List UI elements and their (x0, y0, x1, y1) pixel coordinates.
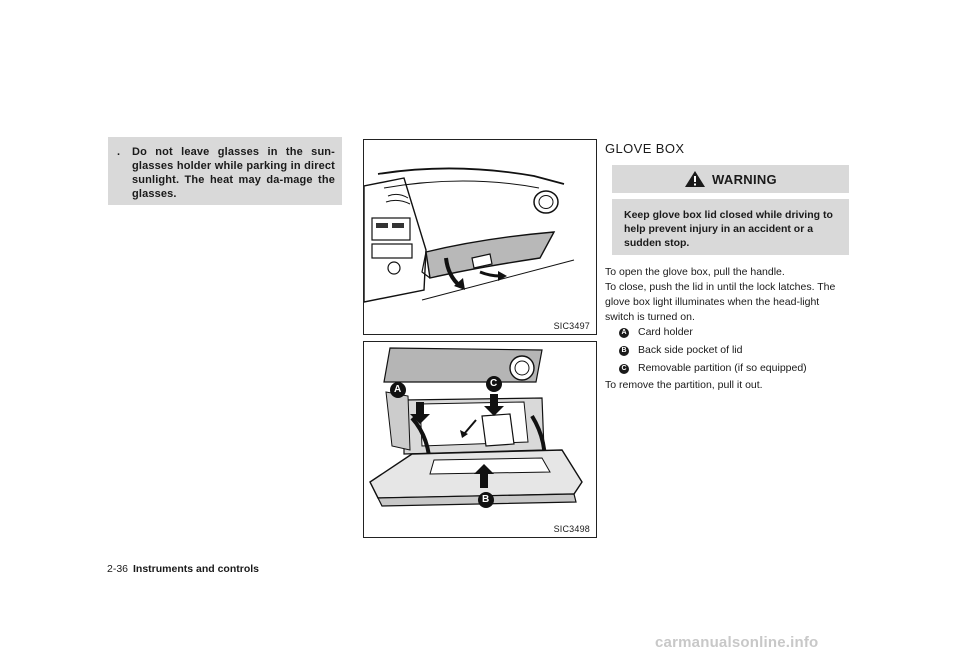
list-item-label: Back side pocket of lid (638, 344, 743, 356)
callout-b: B (482, 494, 490, 505)
list-item: B Back side pocket of lid (619, 343, 742, 358)
page-number: 2-36 (107, 563, 129, 575)
paragraph-open: To open the glove box, pull the handle. (605, 266, 785, 278)
warning-text: Keep glove box lid closed while driving … (624, 209, 833, 249)
list-item: A Card holder (619, 325, 693, 340)
illustration-glove-box (369, 347, 583, 508)
warning-body (612, 199, 849, 255)
section-name: Instruments and controls (133, 563, 260, 575)
figure-glove-box-open: SIC3497 (363, 139, 597, 335)
paragraph-close: To close, push the lid in until the lock… (605, 281, 836, 323)
note-bullet: . (117, 146, 121, 158)
figure-glove-box-interior: A C B SIC3498 (363, 341, 597, 538)
warning-header: WARNING (612, 165, 849, 193)
warning-triangle-icon (685, 171, 706, 187)
warning-label: WARNING (712, 171, 777, 187)
figure-caption: SIC3498 (553, 524, 590, 534)
callout-a: A (394, 384, 402, 395)
list-item-label: Removable partition (if so equipped) (638, 362, 807, 374)
list-item-label: Card holder (638, 326, 693, 338)
illustration-dashboard (364, 167, 575, 303)
note-text: Do not leave glasses in the sun-glasses … (132, 146, 335, 200)
callout-c: C (490, 378, 498, 389)
figure-caption: SIC3497 (553, 321, 590, 331)
marker-b-icon: B (619, 345, 629, 356)
watermark: carmanualsonline.info (655, 634, 819, 651)
paragraph-remove: To remove the partition, pull it out. (605, 379, 763, 391)
marker-a-icon: A (619, 327, 629, 338)
marker-c-icon: C (619, 363, 629, 374)
section-heading: GLOVE BOX (605, 141, 685, 156)
list-item: C Removable partition (if so equipped) (619, 361, 807, 376)
note-box (108, 137, 342, 205)
